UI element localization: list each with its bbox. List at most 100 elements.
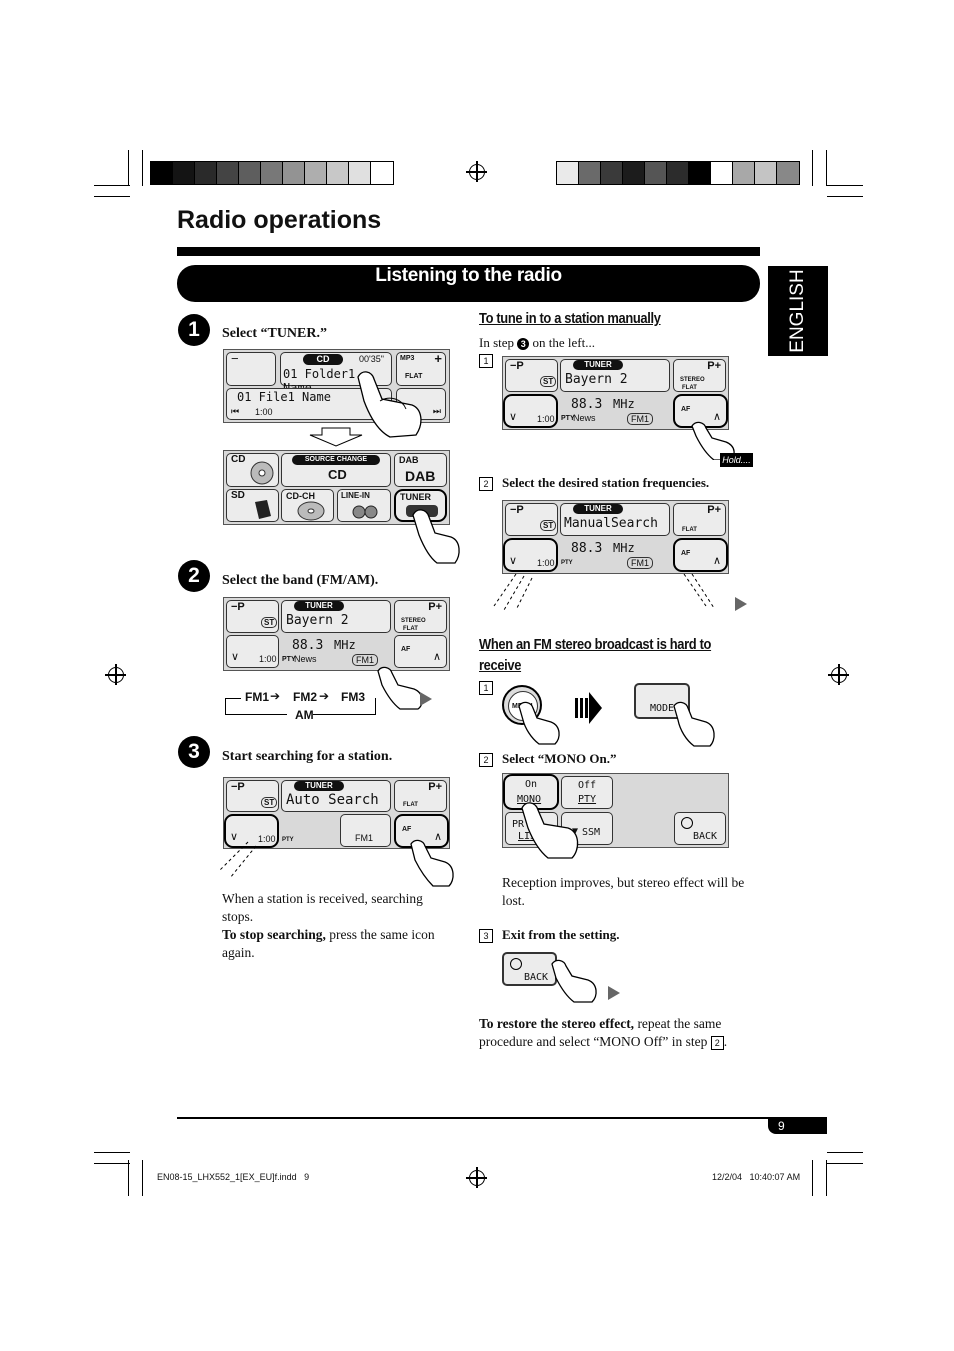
- hand-pointer-icon: [357, 371, 422, 438]
- step-1-number: 1: [178, 314, 210, 346]
- substep-2-box: 2: [479, 477, 493, 491]
- hand-pointer-icon: [673, 701, 715, 747]
- hand-pointer-icon: [691, 421, 735, 460]
- right-arrow-icon: [575, 692, 602, 724]
- preset-plus-button[interactable]: P+ STEREO FLAT: [394, 600, 447, 633]
- disc-icon: [250, 461, 274, 485]
- flat-label: FLAT: [405, 373, 423, 380]
- registration-mark-bottom: [466, 1167, 487, 1188]
- plug-icon: [352, 505, 378, 519]
- hand-pointer-icon: [521, 802, 579, 859]
- preset-plus-button[interactable]: P+ STEREO FLAT: [673, 359, 726, 392]
- tuner-screen-bayern: −P ST TUNER Bayern 2 P+ STEREO FLAT ∨1:0…: [223, 597, 450, 671]
- step-2-number: 2: [178, 560, 210, 592]
- seek-up-button[interactable]: AF∧: [673, 538, 728, 572]
- band-button[interactable]: FM1: [340, 814, 391, 847]
- down-arrow-icon: [309, 427, 363, 447]
- page-number: 9: [768, 1119, 827, 1134]
- back-button[interactable]: BACK: [502, 952, 557, 986]
- manual-heading: To tune in to a station manually: [479, 310, 661, 327]
- step-3-note: When a station is received, searching st…: [222, 891, 435, 960]
- mono-step-2-label: Select “MONO On.”: [502, 751, 617, 766]
- tuner-title-box: TUNER Bayern 2: [560, 359, 670, 392]
- hold-label: Hold....: [720, 453, 753, 467]
- preset-minus-button[interactable]: −P ST: [505, 359, 558, 392]
- back-icon: [681, 817, 693, 829]
- step-2-label: Select the band (FM/AM).: [222, 573, 379, 588]
- manual-step-2-label: Select the desired station frequencies.: [502, 475, 710, 490]
- back-button[interactable]: BACK: [674, 812, 726, 845]
- back-icon: [510, 958, 522, 970]
- motion-lines: [219, 841, 257, 879]
- cd-elapsed: 1:00: [255, 407, 273, 417]
- preset-plus-button[interactable]: P+ FLAT: [673, 503, 726, 536]
- registration-mark-right: [828, 664, 849, 685]
- seek-down-button[interactable]: ∨1:00: [503, 394, 558, 428]
- right-arrow-icon: [420, 692, 432, 706]
- frequency-area: 88.3 MHz PTY FM1: [561, 539, 671, 571]
- motion-lines: [493, 573, 533, 611]
- restore-note: To restore the stereo effect, repeat the…: [479, 1016, 728, 1050]
- tuner-title-box: TUNER Auto Search: [281, 780, 391, 812]
- band-cycle: FM1 ➔ FM2 ➔ FM3 AM: [223, 689, 383, 730]
- preset-minus-button[interactable]: −P ST: [505, 503, 558, 536]
- step-1-label: Select “TUNER.”: [222, 326, 327, 341]
- right-arrow-icon: [735, 597, 747, 611]
- title-rule: [177, 247, 760, 256]
- disc-stack-icon: [297, 501, 325, 521]
- registration-mark-left: [105, 664, 126, 685]
- preset-plus-button[interactable]: P+ FLAT: [394, 780, 447, 812]
- tuner-title-box: TUNER ManualSearch: [560, 503, 670, 536]
- substep-1-box: 1: [479, 354, 493, 368]
- tuner-screen-manual-1: −P ST TUNER Bayern 2 P+ STEREO FLAT ∨1:0…: [502, 356, 729, 430]
- frequency-area: 88.3 MHz PTY News FM1: [561, 395, 671, 427]
- step-3-number: 3: [178, 736, 210, 768]
- source-change-screen: CD SOURCE CHANGE CD DAB DAB SD CD-CH LIN…: [223, 450, 450, 525]
- mono-step-3-label: Exit from the setting.: [502, 927, 620, 942]
- source-change-box: SOURCE CHANGE CD: [281, 453, 391, 487]
- sd-card-icon: [255, 500, 271, 519]
- source-linein-button[interactable]: LINE-IN: [337, 489, 391, 522]
- right-arrow-icon: [608, 986, 620, 1000]
- footer-file: EN08-15_LHX552_1[EX_EU]f.indd 9: [157, 1172, 310, 1182]
- hand-pointer-icon: [518, 701, 560, 745]
- mono-substep-2-box: 2: [479, 753, 493, 767]
- mono-note: Reception improves, but stereo effect wi…: [502, 875, 745, 908]
- preset-minus-button[interactable]: −P ST: [226, 780, 279, 812]
- seek-down-button[interactable]: ∨1:00: [224, 814, 279, 848]
- page-title: Radio operations: [177, 206, 382, 234]
- source-cd-button[interactable]: CD: [226, 453, 279, 487]
- tuner-title-box: TUNER Bayern 2: [281, 600, 391, 633]
- footer-rule: [177, 1117, 827, 1119]
- manual-intro: In step 3 on the left...: [479, 335, 595, 350]
- pty-off-button[interactable]: Off PTY: [561, 776, 613, 809]
- hand-pointer-icon: [551, 959, 597, 1003]
- cd-label: CD: [303, 354, 343, 365]
- frequency-area: 88.3 MHz PTY News FM1: [282, 636, 392, 668]
- tuner-screen-manual-2: −P ST TUNER ManualSearch P+ FLAT ∨1:00 8…: [502, 500, 729, 574]
- seek-down-button[interactable]: ∨1:00: [226, 635, 279, 668]
- grayscale-bar-right: [556, 161, 800, 185]
- source-cdch-button[interactable]: CD-CH: [281, 489, 334, 522]
- seek-up-button[interactable]: AF∧: [394, 635, 447, 668]
- cd-screen: − CD 00'35" 01 Folder1 Name MP3 + FLAT 0…: [223, 349, 450, 423]
- footer-date: 12/2/04 10:40:07 AM: [712, 1172, 801, 1182]
- hand-pointer-icon: [410, 839, 454, 887]
- language-tab: ENGLISH: [768, 266, 828, 356]
- source-sd-button[interactable]: SD: [226, 489, 279, 522]
- mp3-button[interactable]: MP3 + FLAT: [396, 351, 446, 386]
- mono-substep-1-box: 1: [479, 681, 493, 695]
- motion-lines: [683, 573, 715, 609]
- step-3-label: Start searching for a station.: [222, 749, 393, 764]
- preset-minus-button[interactable]: −P ST: [226, 600, 279, 633]
- section-title: Listening to the radio: [177, 265, 760, 302]
- seek-down-button[interactable]: ∨1:00: [503, 538, 558, 572]
- registration-mark-top: [466, 161, 487, 182]
- minus-button[interactable]: −: [226, 351, 276, 386]
- source-dab-button[interactable]: DAB DAB: [394, 453, 447, 487]
- cd-time: 00'35": [359, 354, 384, 364]
- file-name: 01 File1 Name: [237, 390, 331, 404]
- grayscale-bar-left: [150, 161, 394, 185]
- mp3-label: MP3: [400, 355, 415, 362]
